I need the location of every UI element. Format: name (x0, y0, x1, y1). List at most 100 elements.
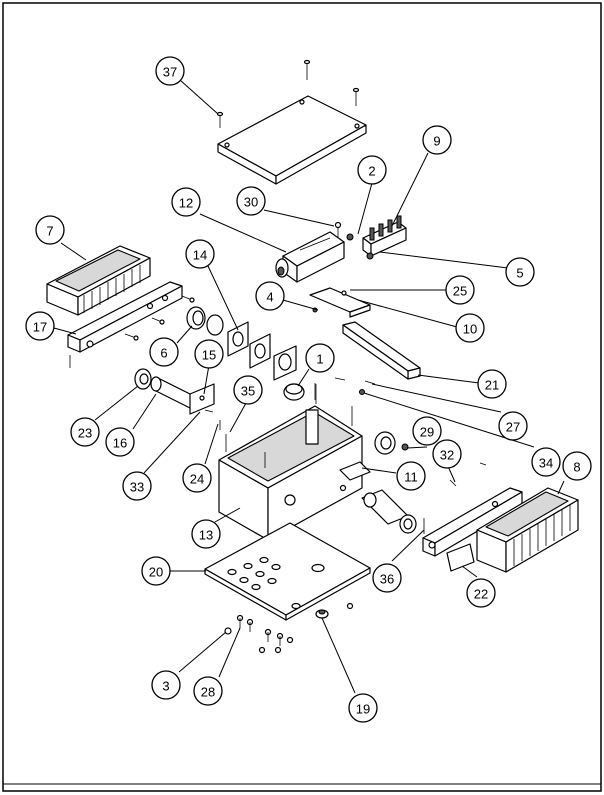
callout-circle (171, 187, 201, 217)
callout-27: 27 (498, 411, 528, 441)
callout-number: 33 (130, 480, 144, 495)
callout-36: 36 (372, 563, 402, 593)
callout-29: 29 (412, 416, 442, 446)
callout-1: 1 (305, 343, 335, 373)
callout-circle (255, 281, 285, 311)
roller-29 (374, 431, 409, 455)
callout-circle (105, 427, 135, 457)
callout-number: 15 (202, 348, 216, 363)
callout-24: 24 (182, 463, 212, 493)
callout-number: 9 (433, 134, 440, 149)
callout-circle (445, 275, 475, 305)
callout-circle (357, 155, 387, 185)
callout-circle (455, 313, 485, 343)
pin-27 (364, 380, 376, 385)
callout-number: 35 (241, 384, 255, 399)
callout-circle (531, 447, 561, 477)
callout-number: 19 (356, 702, 370, 717)
callout-number: 30 (244, 195, 258, 210)
callout-2: 2 (357, 155, 387, 185)
washer-23 (134, 368, 152, 390)
callout-7: 7 (35, 215, 65, 245)
base-hardware (224, 602, 354, 654)
callout-number: 10 (463, 322, 477, 337)
screw-33 (204, 409, 214, 413)
small-bracket (309, 287, 371, 318)
callout-number: 24 (190, 472, 204, 487)
callout-circle (505, 257, 535, 287)
callout-6: 6 (149, 337, 179, 367)
callout-circle (193, 676, 223, 706)
callout-circle (151, 670, 181, 700)
callout-number: 36 (380, 572, 394, 587)
callout-circle (191, 519, 221, 549)
callout-32: 32 (432, 439, 462, 469)
terminal-block (362, 215, 407, 257)
callout-circle (70, 417, 100, 447)
plate-15 (189, 383, 215, 415)
callout-number: 16 (113, 436, 127, 451)
callout-5: 5 (505, 257, 535, 287)
callout-number: 34 (539, 456, 553, 471)
callout-circle (122, 471, 152, 501)
callout-number: 20 (149, 565, 163, 580)
screw-30 (334, 221, 342, 238)
callout-25: 25 (445, 275, 475, 305)
callout-21: 21 (477, 369, 507, 399)
callout-3: 3 (151, 670, 181, 700)
actuator (275, 231, 345, 283)
gasket-set (206, 314, 297, 381)
callout-circle (372, 563, 402, 593)
enclosure-lid (217, 95, 367, 185)
callout-number: 12 (179, 196, 193, 211)
callout-20: 20 (141, 556, 171, 586)
callout-number: 14 (193, 248, 207, 263)
callout-circle (477, 369, 507, 399)
callout-8: 8 (562, 451, 592, 481)
callout-circle (233, 375, 263, 405)
callout-number: 37 (163, 65, 177, 80)
bracket-screws (124, 295, 195, 341)
nut (346, 233, 354, 241)
callout-17: 17 (25, 311, 55, 341)
callout-circle (466, 578, 496, 608)
callout-number: 11 (404, 470, 418, 485)
callout-35: 35 (233, 375, 263, 405)
callout-12: 12 (171, 187, 201, 217)
callout-circle (194, 339, 224, 369)
callout-number: 1 (316, 352, 323, 367)
base-plate (204, 522, 371, 621)
callout-circle (236, 186, 266, 216)
callout-circle (35, 215, 65, 245)
screw-small (334, 377, 346, 381)
callout-circle (305, 343, 335, 373)
callout-number: 32 (440, 448, 454, 463)
callout-circle (396, 461, 426, 491)
mounting-bracket-left (67, 281, 183, 368)
callout-number: 6 (160, 346, 167, 361)
callout-number: 25 (453, 284, 467, 299)
display-module-right (476, 487, 579, 573)
callout-4: 4 (255, 281, 285, 311)
callout-number: 2 (368, 164, 375, 179)
callout-circle (432, 439, 462, 469)
callout-23: 23 (70, 417, 100, 447)
callout-circle (182, 463, 212, 493)
callout-9: 9 (422, 125, 452, 155)
callout-circle (348, 693, 378, 723)
callout-15: 15 (194, 339, 224, 369)
callout-circle (149, 337, 179, 367)
callout-number: 27 (506, 420, 520, 435)
callout-number: 17 (33, 320, 47, 335)
callout-number: 21 (485, 378, 499, 393)
callout-number: 28 (201, 685, 215, 700)
callout-19: 19 (348, 693, 378, 723)
callout-11: 11 (396, 461, 426, 491)
callout-circle (562, 451, 592, 481)
bushing (186, 306, 206, 330)
mounting-bracket-right (422, 462, 523, 557)
callout-30: 30 (236, 186, 266, 216)
spacer (283, 383, 305, 401)
